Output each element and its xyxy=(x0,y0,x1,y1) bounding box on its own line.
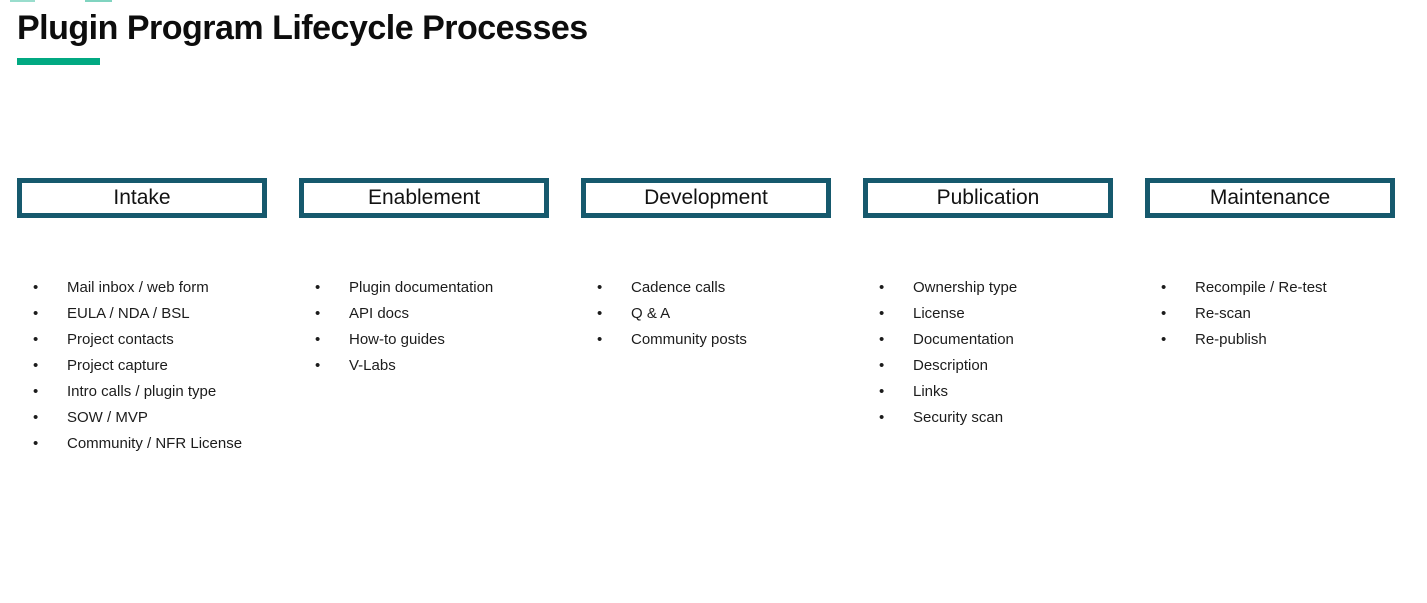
list-item-text: Q & A xyxy=(631,305,671,322)
bullet-icon: • xyxy=(879,331,885,348)
list-item: • SOW / MVP xyxy=(17,405,267,431)
list-item: • How-to guides xyxy=(299,327,549,353)
stage-item-list: •Ownership type •License •Documentation … xyxy=(863,275,1113,431)
list-item-text: Project contacts xyxy=(67,331,174,348)
list-item: • Re-publish xyxy=(1145,327,1395,353)
list-item: • Cadence calls xyxy=(581,275,831,301)
stage-header-enablement: Enablement xyxy=(299,178,549,218)
list-item-text: Recompile / Re-test xyxy=(1195,279,1327,296)
stage-header-label: Development xyxy=(644,186,768,209)
list-item: • Intro calls / plugin type xyxy=(17,379,267,405)
stage-header-maintenance: Maintenance xyxy=(1145,178,1395,218)
list-item-text: Security scan xyxy=(913,409,1004,426)
list-item-text: Cadence calls xyxy=(631,279,726,296)
bullet-icon: • xyxy=(315,357,321,374)
bullet-icon: • xyxy=(879,409,885,426)
top-edge-artifact-right xyxy=(85,0,112,2)
bullet-icon: • xyxy=(1161,305,1167,322)
list-item-text: EULA / NDA / BSL xyxy=(67,305,190,322)
bullet-icon: • xyxy=(33,383,39,400)
list-item: • EULA / NDA / BSL xyxy=(17,301,267,327)
list-item: • Documentation xyxy=(863,327,1113,353)
list-item: • Mail inbox / web form xyxy=(17,275,267,301)
bullet-icon: • xyxy=(315,305,321,322)
bullet-icon: • xyxy=(33,435,39,452)
list-item: • Security scan xyxy=(863,405,1113,431)
list-item-text: License xyxy=(913,305,965,322)
list-item-text: Project capture xyxy=(67,357,168,374)
list-item-text: Ownership type xyxy=(913,279,1018,296)
lifecycle-column-intake: Intake • Mail inbox / web form • EULA / ND… xyxy=(17,178,267,457)
list-item: • License xyxy=(863,301,1113,327)
bullet-icon: • xyxy=(879,305,885,322)
bullet-icon: • xyxy=(33,305,39,322)
stage-header-label: Enablement xyxy=(367,186,481,209)
stage-item-list: • Plugin documentation • API docs • How-to … xyxy=(299,275,549,379)
lifecycle-column-development: Development • Cadence calls • Q & A • Commu… xyxy=(581,178,831,457)
list-item-text: Description xyxy=(913,357,989,374)
stage-header-label: Publication xyxy=(936,186,1040,209)
list-item: • Ownership type xyxy=(863,275,1113,301)
stage-header-publication: Publication xyxy=(863,178,1113,218)
stage-header-label: Intake xyxy=(113,186,171,209)
stage-header-label: Maintenance xyxy=(1209,186,1331,209)
bullet-icon: • xyxy=(597,279,603,296)
bullet-icon: • xyxy=(879,383,885,400)
bullet-icon: • xyxy=(315,279,321,296)
lifecycle-column-publication: Publication • Ownership type • License • Do… xyxy=(863,178,1113,457)
list-item-text: Re-publish xyxy=(1195,331,1267,348)
lifecycle-column-enablement: Enablement • Plugin documentation • API do… xyxy=(299,178,549,457)
list-item: • Community / NFR License xyxy=(17,431,267,457)
list-item: • Q & A xyxy=(581,301,831,327)
stage-item-list: • Recompile / Re-test • Re-scan • Re-publis… xyxy=(1145,275,1395,353)
stage-header-intake: Intake xyxy=(17,178,267,218)
bullet-icon: • xyxy=(597,331,603,348)
bullet-icon: • xyxy=(315,331,321,348)
list-item: • Project contacts xyxy=(17,327,267,353)
list-item-text: Documentation xyxy=(913,331,1014,348)
top-edge-artifact-left xyxy=(10,0,35,2)
list-item: • Links xyxy=(863,379,1113,405)
list-item-text: SOW / MVP xyxy=(67,409,148,426)
bullet-icon: • xyxy=(33,331,39,348)
list-item: • Plugin documentation xyxy=(299,275,549,301)
bullet-icon: • xyxy=(597,305,603,322)
bullet-icon: • xyxy=(33,409,39,426)
list-item-text: Re-scan xyxy=(1195,305,1251,322)
list-item: • V-Labs xyxy=(299,353,549,379)
list-item: • Recompile / Re-test xyxy=(1145,275,1395,301)
lifecycle-column-maintenance: Maintenance • Recompile / Re-test • Re-sca… xyxy=(1145,178,1395,457)
list-item: • Project capture xyxy=(17,353,267,379)
list-item-text: Plugin documentation xyxy=(349,279,494,296)
title-accent-rule xyxy=(17,58,100,65)
list-item-text: How-to guides xyxy=(349,331,445,348)
bullet-icon: • xyxy=(33,357,39,374)
page-title: Plugin Program Lifecycle Processes xyxy=(17,9,588,47)
list-item: • Description xyxy=(863,353,1113,379)
list-item-text: API docs xyxy=(349,305,410,322)
lifecycle-columns: Intake • Mail inbox / web form • EULA / ND… xyxy=(17,178,1395,457)
list-item: • Re-scan xyxy=(1145,301,1395,327)
list-item-text: Links xyxy=(913,383,949,400)
stage-header-development: Development xyxy=(581,178,831,218)
bullet-icon: • xyxy=(879,279,885,296)
stage-item-list: • Mail inbox / web form • EULA / NDA / BSL… xyxy=(17,275,267,457)
list-item-text: Mail inbox / web form xyxy=(67,279,209,296)
list-item: • API docs xyxy=(299,301,549,327)
stage-item-list: • Cadence calls • Q & A • Community posts xyxy=(581,275,831,353)
list-item-text: Community / NFR License xyxy=(67,435,243,452)
list-item-text: Intro calls / plugin type xyxy=(67,383,217,400)
list-item-text: Community posts xyxy=(631,331,747,348)
list-item: • Community posts xyxy=(581,327,831,353)
bullet-icon: • xyxy=(33,279,39,296)
bullet-icon: • xyxy=(879,357,885,374)
list-item-text: V-Labs xyxy=(349,357,396,374)
bullet-icon: • xyxy=(1161,279,1167,296)
bullet-icon: • xyxy=(1161,331,1167,348)
